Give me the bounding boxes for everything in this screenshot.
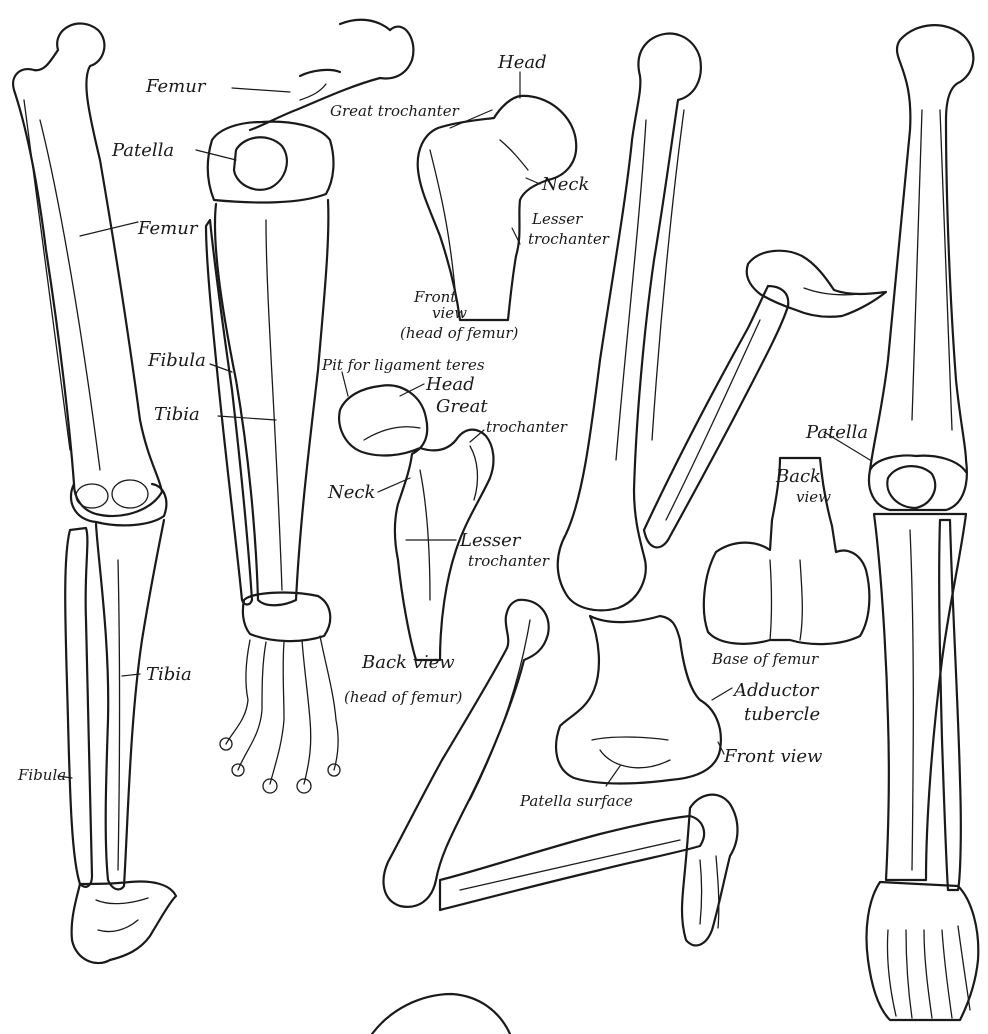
label-patella-right: Patella [805, 422, 868, 443]
label-back-view-head: Back view [361, 652, 455, 673]
bottom-partial-bone [372, 994, 510, 1034]
labels: Femur Patella Femur Fibula Tibia Tibia F… [17, 52, 868, 810]
label-head-of-femur-back: (head of femur) [344, 688, 463, 706]
label-base-of-femur: Base of femur [711, 650, 819, 668]
femur-head-back-view [339, 385, 493, 660]
label-pit-for-ligament: Pit for ligament teres [321, 356, 485, 374]
label-lesser-trochanter-front-1: Lesser [531, 210, 583, 228]
femur-base-front-view [556, 616, 721, 784]
front-leg-with-foot [206, 20, 413, 793]
label-lesser-trochanter-back-2: trochanter [468, 552, 550, 570]
label-patella-top: Patella [111, 140, 174, 161]
label-adductor-2: tubercle [744, 704, 820, 725]
label-great-trochanter-back-1: Great [436, 396, 488, 417]
femur-head-front-view [418, 96, 577, 320]
label-head-back: Head [425, 374, 475, 395]
left-leg-side-view [13, 24, 176, 964]
label-back-view-2: view [796, 488, 831, 506]
label-patella-surface: Patella surface [519, 792, 633, 810]
label-great-trochanter-front: Great trochanter [330, 102, 460, 120]
label-tibia-mid: Tibia [154, 404, 200, 425]
right-leg-front-view [867, 25, 979, 1020]
label-neck-front: Neck [541, 174, 589, 195]
label-fibula-mid: Fibula [147, 350, 206, 371]
label-head-of-femur-front: (head of femur) [400, 324, 519, 342]
label-adductor-1: Adductor [732, 680, 820, 701]
label-lesser-trochanter-back-1: Lesser [459, 530, 522, 551]
center-femur [558, 34, 886, 611]
label-front-view-base: Front view [723, 746, 823, 767]
label-front-view-2: view [432, 304, 467, 322]
label-lesser-trochanter-front-2: trochanter [528, 230, 610, 248]
label-neck-back: Neck [327, 482, 375, 503]
label-femur-left: Femur [137, 218, 199, 239]
label-head-front: Head [497, 52, 547, 73]
label-fibula-left: Fibula [17, 766, 66, 784]
label-femur-top: Femur [145, 76, 207, 97]
label-tibia-left: Tibia [146, 664, 192, 685]
label-great-trochanter-back-2: trochanter [486, 418, 568, 436]
label-back-view-1: Back [775, 466, 821, 487]
